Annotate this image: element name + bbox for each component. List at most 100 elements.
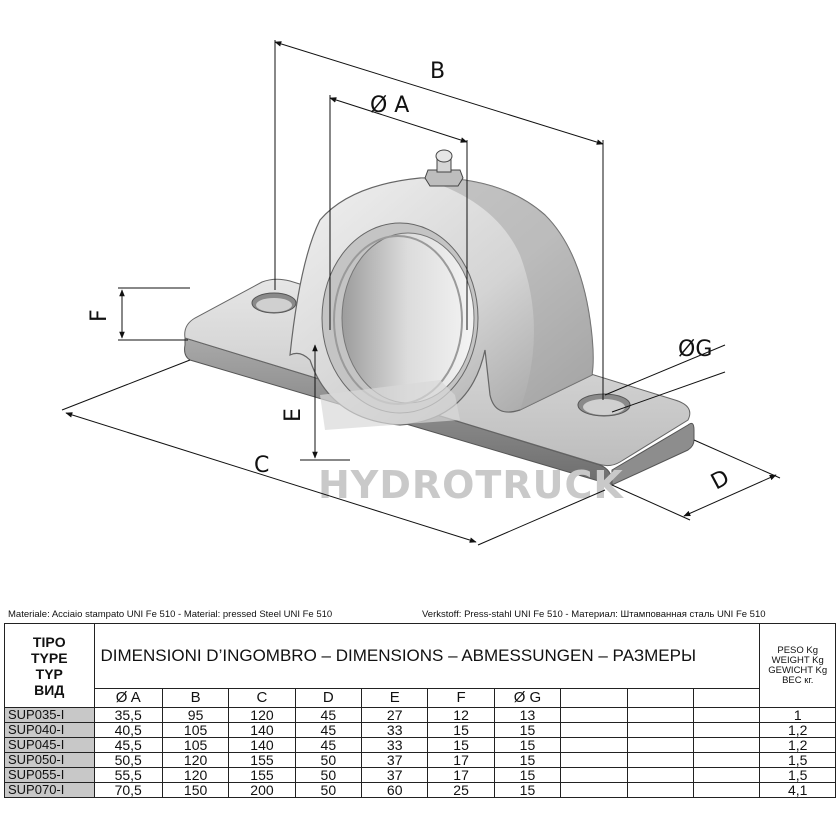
model-cell: SUP035-I [4, 707, 95, 723]
material-spec: Materiale: Acciaio stampato UNI Fe 510 -… [8, 609, 836, 621]
cell-b: 105 [161, 722, 230, 738]
cell-b: 150 [161, 782, 230, 798]
model-cell: SUP050-I [4, 752, 95, 768]
grease-nipple [424, 149, 464, 187]
cell-f: 17 [427, 752, 495, 768]
cell-b: 105 [161, 737, 230, 753]
cell-d: 45 [294, 737, 363, 753]
cell-a: 40,5 [93, 722, 163, 738]
dim-label-c: C [254, 453, 269, 478]
empty-cell [560, 767, 628, 783]
cell-g: 15 [493, 737, 562, 753]
mounting-hole-left [251, 292, 297, 314]
empty-cell [692, 782, 761, 798]
cell-d: 45 [294, 707, 363, 723]
empty-cell [626, 767, 694, 783]
empty-cell [692, 737, 761, 753]
empty-cell [560, 752, 628, 768]
cell-e: 33 [361, 737, 429, 753]
cell-a: 70,5 [93, 782, 163, 798]
model-cell: SUP055-I [4, 767, 95, 783]
cell-d: 45 [294, 722, 363, 738]
cell-f: 17 [427, 767, 495, 783]
cell-e: 27 [361, 707, 429, 723]
cell-c: 140 [228, 722, 296, 738]
cell-g: 15 [493, 782, 562, 798]
empty-cell [626, 782, 694, 798]
cell-g: 15 [493, 722, 562, 738]
cell-f: 15 [427, 722, 495, 738]
cell-c: 155 [228, 752, 296, 768]
model-cell: SUP070-I [4, 782, 95, 798]
empty-cell [692, 722, 761, 738]
model-cell: SUP040-I [4, 722, 95, 738]
cell-d: 50 [294, 767, 363, 783]
cell-f: 25 [427, 782, 495, 798]
empty-cell [692, 752, 761, 768]
col-header-b: B [161, 688, 230, 708]
material-spec-right: Verkstoff: Press-stahl UNI Fe 510 - Мате… [422, 609, 766, 620]
empty-cell [692, 767, 761, 783]
cell-f: 15 [427, 737, 495, 753]
cell-c: 140 [228, 737, 296, 753]
empty-cell [560, 707, 628, 723]
dim-label-d: D [707, 465, 734, 495]
dimensions-header: DIMENSIONI D’INGOMBRO – DIMENSIONS – ABM… [93, 623, 761, 689]
pillow-block-drawing: HYDROTRUCK B Ø A C D E F ØG [61, 40, 781, 546]
dim-label-e: E [281, 408, 306, 422]
dim-label-a: Ø A [370, 93, 409, 118]
cell-c: 200 [228, 782, 296, 798]
cell-weight: 4,1 [759, 782, 836, 798]
cell-b: 120 [161, 752, 230, 768]
cell-weight: 1,5 [759, 767, 836, 783]
cell-weight: 1,5 [759, 752, 836, 768]
cell-e: 33 [361, 722, 429, 738]
column-header-row: Ø A B C D E F Ø G [5, 688, 836, 708]
empty-cell [692, 707, 761, 723]
dim-label-b: B [430, 59, 445, 84]
col-header-g: Ø G [493, 688, 562, 708]
cell-a: 35,5 [93, 707, 163, 723]
cell-d: 50 [294, 752, 363, 768]
col-header-empty [692, 688, 761, 708]
col-header-e: E [361, 688, 429, 708]
empty-cell [626, 707, 694, 723]
cell-a: 55,5 [93, 767, 163, 783]
cell-e: 60 [361, 782, 429, 798]
empty-cell [560, 722, 628, 738]
cell-d: 50 [294, 782, 363, 798]
mounting-hole-right [577, 393, 631, 417]
cell-b: 95 [161, 707, 230, 723]
cell-c: 120 [228, 707, 296, 723]
weight-header: PESO Kg WEIGHT Kg GEWICHT Kg ВЕС кг. [759, 623, 836, 708]
col-header-d: D [294, 688, 363, 708]
dim-label-f: F [87, 309, 112, 322]
cell-g: 13 [493, 707, 562, 723]
empty-cell [560, 782, 628, 798]
cell-g: 15 [493, 767, 562, 783]
cell-g: 15 [493, 752, 562, 768]
empty-cell [626, 752, 694, 768]
empty-cell [626, 737, 694, 753]
cell-weight: 1,2 [759, 722, 836, 738]
cell-weight: 1 [759, 707, 836, 723]
dimension-lines [61, 40, 781, 546]
dimension-table: TIPO TYPE TYP ВИД DIMENSIONI D’INGOMBRO … [4, 623, 836, 798]
col-header-f: F [427, 688, 495, 708]
model-cell: SUP045-I [4, 737, 95, 753]
material-spec-left: Materiale: Acciaio stampato UNI Fe 510 -… [8, 609, 333, 620]
type-header: TIPO TYPE TYP ВИД [4, 623, 95, 708]
cell-weight: 1,2 [759, 737, 836, 753]
col-header-c: C [228, 688, 296, 708]
svg-text:HYDROTRUCK: HYDROTRUCK [318, 463, 624, 507]
cell-b: 120 [161, 767, 230, 783]
cell-e: 37 [361, 767, 429, 783]
col-header-empty [626, 688, 694, 708]
cell-c: 155 [228, 767, 296, 783]
